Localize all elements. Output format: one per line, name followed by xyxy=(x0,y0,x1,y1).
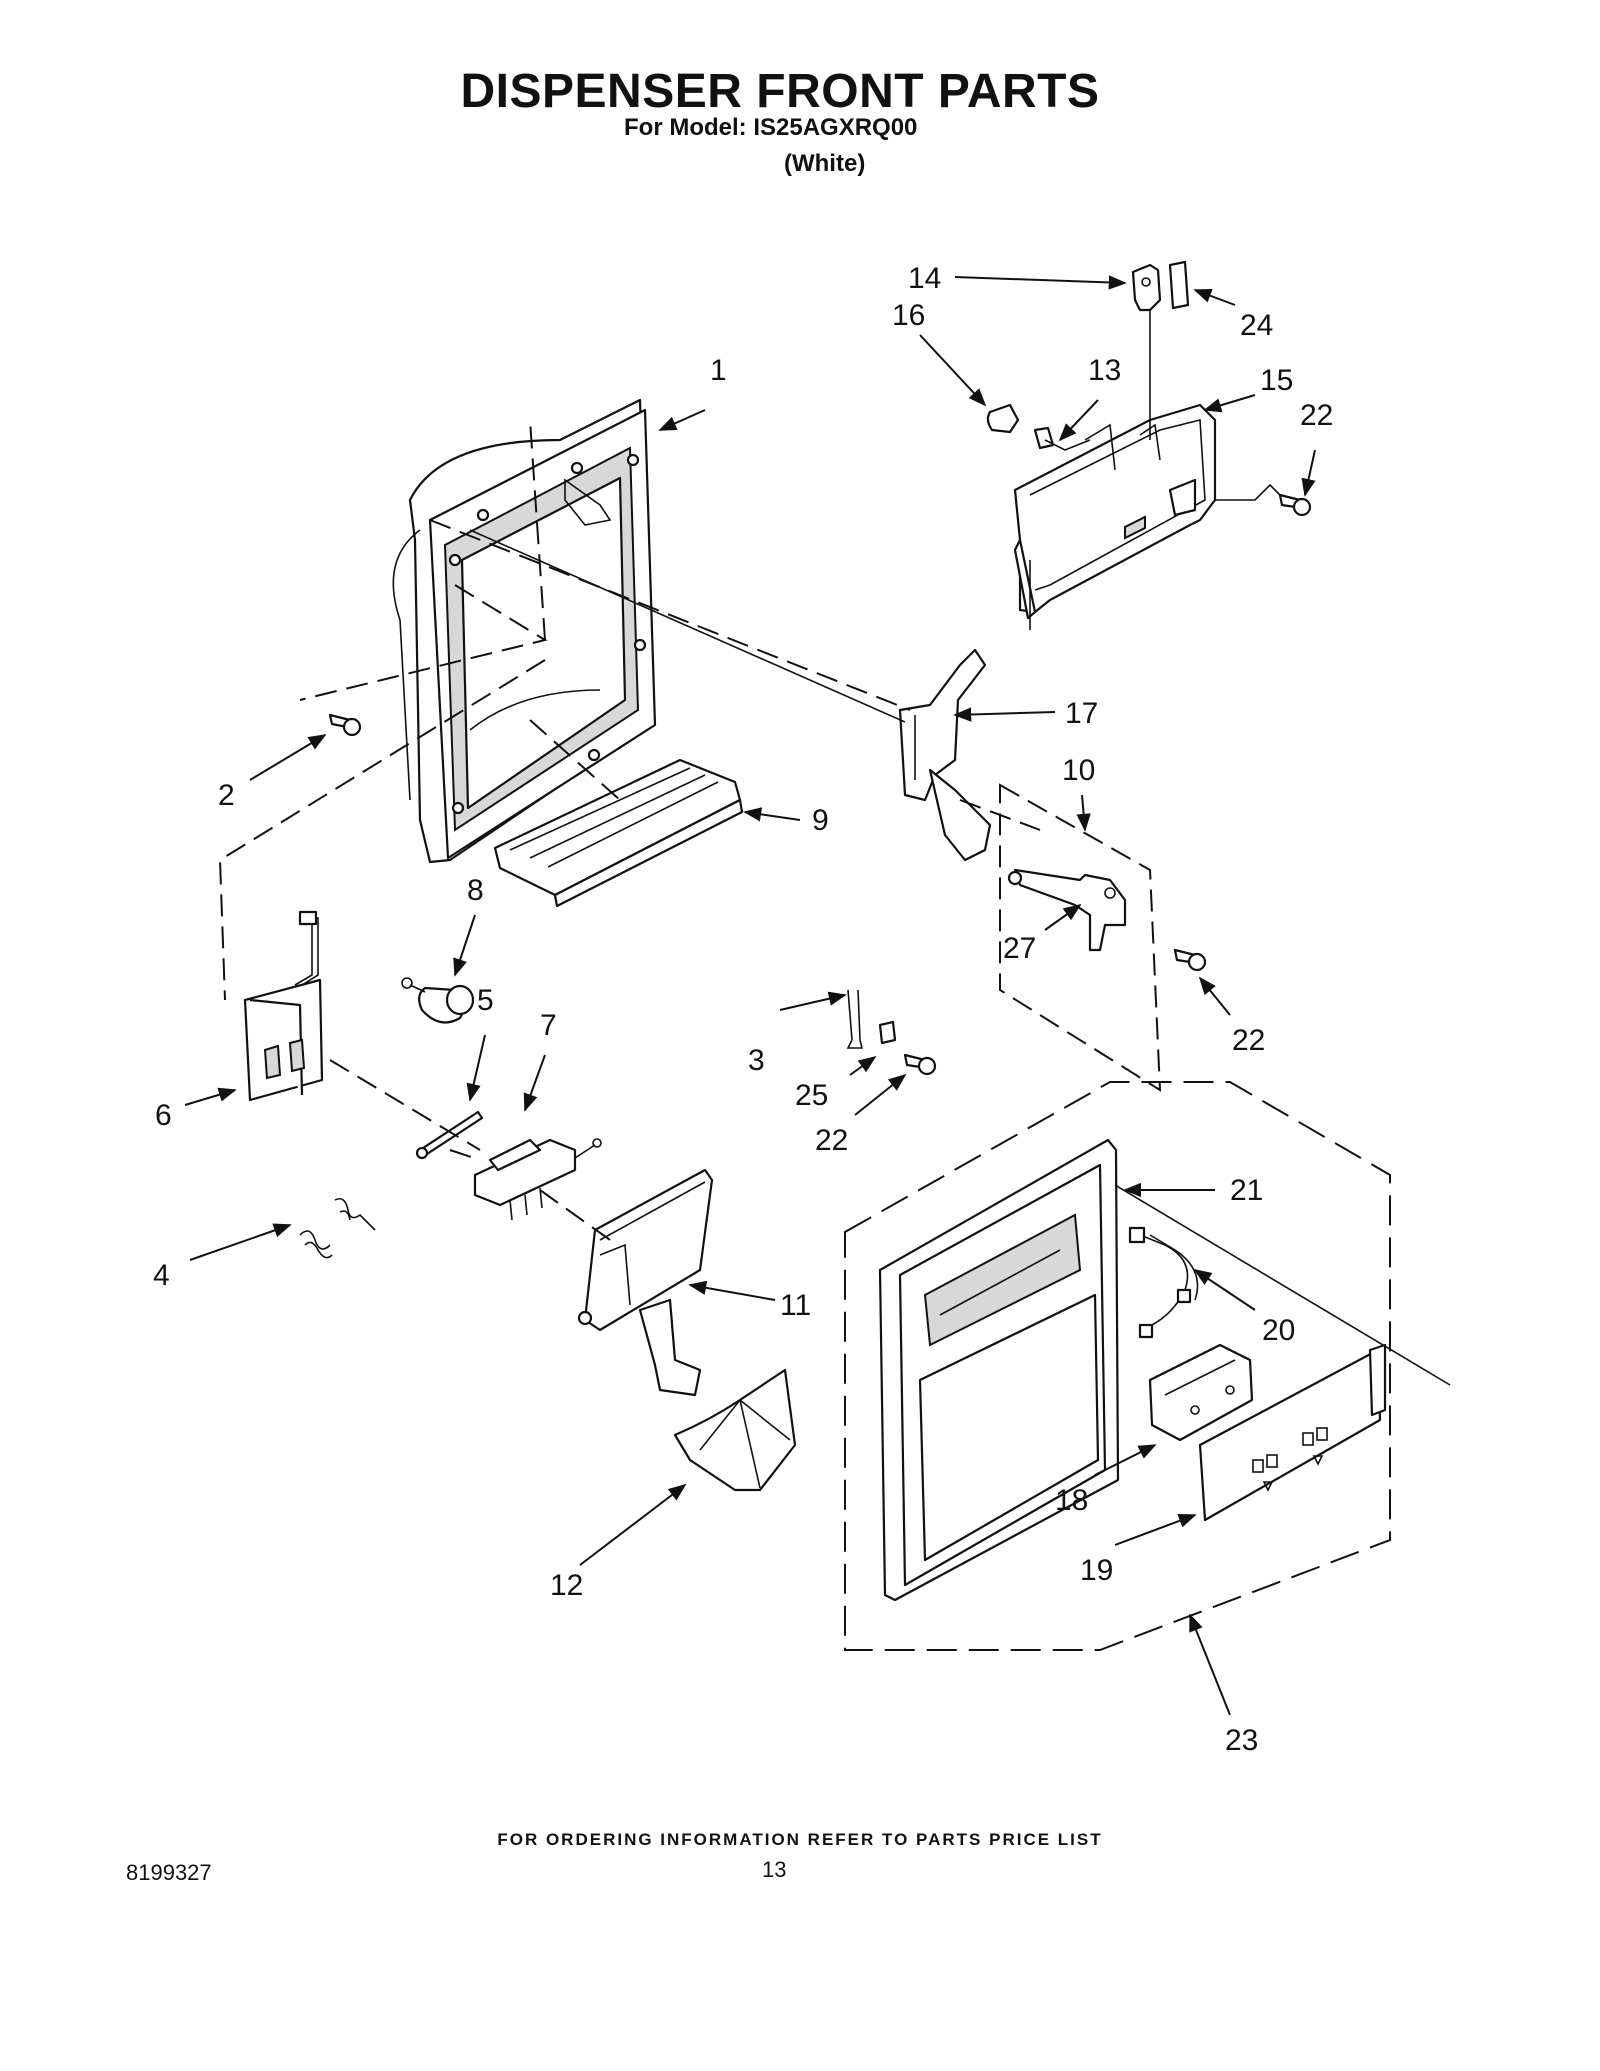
control-module-part xyxy=(243,910,324,1102)
callout-25: 25 xyxy=(795,1079,828,1112)
screw-part xyxy=(328,713,362,737)
screw-part-middle xyxy=(903,1053,937,1076)
callout-13: 13 xyxy=(1088,354,1121,387)
chute-door-part xyxy=(577,1168,714,1397)
callout-16: 16 xyxy=(892,299,925,332)
dispenser-panel-assembly-part xyxy=(844,1081,1391,1651)
lever-bracket-part xyxy=(473,1138,602,1221)
callout-1: 1 xyxy=(710,354,727,387)
dispenser-lever-part xyxy=(898,648,992,862)
spring-part xyxy=(299,1197,376,1259)
alignment-lines xyxy=(218,419,1451,1386)
callout-22-top: 22 xyxy=(1300,399,1333,432)
callout-5: 5 xyxy=(477,984,494,1017)
lamp-socket-part xyxy=(1033,426,1091,451)
callout-14: 14 xyxy=(908,262,941,295)
callout-labels: 1 2 3 4 5 6 7 8 9 10 11 12 13 14 15 16 1… xyxy=(153,262,1333,1757)
callout-2: 2 xyxy=(218,779,235,812)
callout-12: 12 xyxy=(550,1569,583,1602)
callout-15: 15 xyxy=(1260,364,1293,397)
callout-arrows xyxy=(184,275,1316,1716)
color-line: (White) xyxy=(784,150,866,177)
callout-27: 27 xyxy=(1003,932,1036,965)
callout-11: 11 xyxy=(780,1289,811,1322)
model-line: For Model: IS25AGXRQ00 xyxy=(624,114,918,141)
callout-20: 20 xyxy=(1262,1314,1295,1347)
callout-4: 4 xyxy=(153,1259,170,1292)
callout-23: 23 xyxy=(1225,1724,1258,1757)
callout-7: 7 xyxy=(540,1009,557,1042)
callout-9: 9 xyxy=(812,804,829,837)
housing-frame-part xyxy=(392,398,657,864)
microswitch-part xyxy=(1131,263,1162,440)
callout-8: 8 xyxy=(467,874,484,907)
page-number: 13 xyxy=(762,1857,787,1882)
callout-22-middle: 22 xyxy=(815,1124,848,1157)
rod-part xyxy=(415,1110,484,1160)
callout-24: 24 xyxy=(1240,309,1273,342)
callout-3: 3 xyxy=(748,1044,765,1077)
callout-17: 17 xyxy=(1065,697,1098,730)
page-title: DISPENSER FRONT PARTS xyxy=(460,65,1100,118)
callout-6: 6 xyxy=(155,1099,172,1132)
callout-21: 21 xyxy=(1230,1174,1263,1207)
insulator-part xyxy=(878,1020,897,1045)
screw-part-right xyxy=(1173,948,1207,972)
led-lamp-part xyxy=(986,403,1020,434)
callout-22-right: 22 xyxy=(1232,1024,1265,1057)
callout-19: 19 xyxy=(1080,1554,1113,1587)
switch-clip-part xyxy=(846,989,864,1049)
drip-tray-part xyxy=(493,758,744,908)
insulator-plate-part xyxy=(1168,260,1190,310)
ice-funnel-part xyxy=(673,1368,797,1492)
document-number: 8199327 xyxy=(126,1860,212,1885)
callout-10: 10 xyxy=(1062,754,1095,787)
callout-18: 18 xyxy=(1055,1484,1088,1517)
solenoid-part xyxy=(401,977,475,1024)
screw-part-top xyxy=(1278,493,1312,517)
ordering-note: FOR ORDERING INFORMATION REFER TO PARTS … xyxy=(497,1830,1103,1849)
